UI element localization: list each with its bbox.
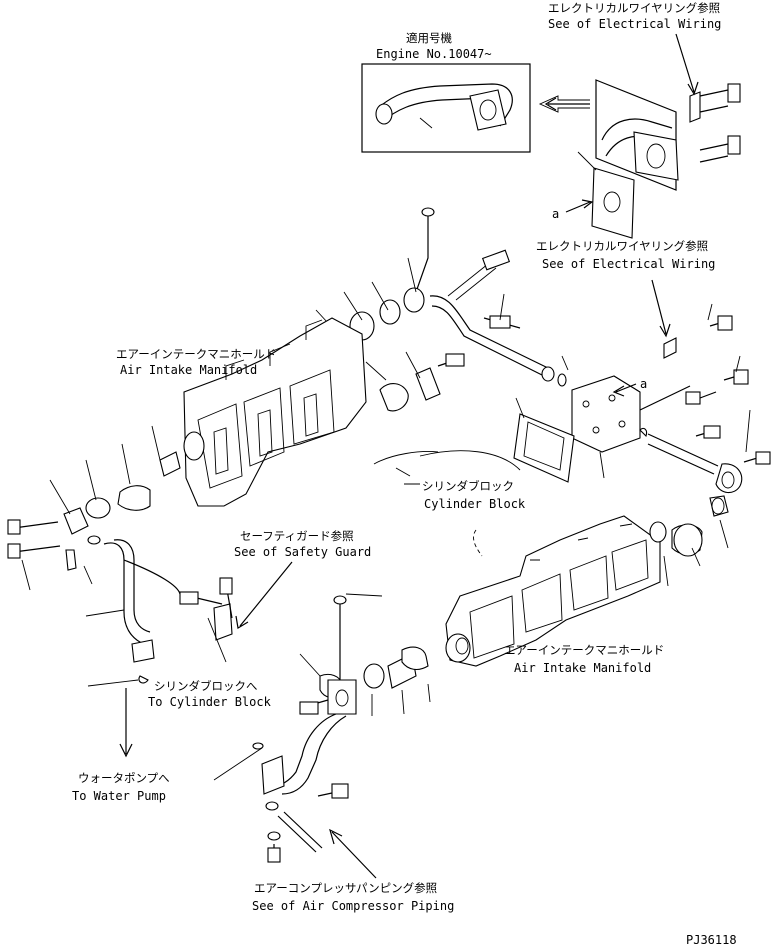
air-compressor-leader	[329, 828, 377, 879]
to-cylinder-block-label-jp: シリンダブロックへ	[154, 679, 258, 693]
manifold-left-label-jp: エアーインテークマニホールド	[116, 347, 276, 361]
safety-guard-leader	[235, 561, 293, 629]
electrical-wiring-mid-leader	[651, 279, 671, 338]
water-pipe-left	[85, 535, 233, 758]
left-air-intake-manifold	[7, 317, 367, 591]
to-cylinder-block-label: To Cylinder Block	[148, 695, 272, 709]
cylinder-block-label-jp: シリンダブロック	[422, 479, 514, 493]
engine-no-label: Engine No.10047~	[376, 47, 492, 61]
safety-guard-label: See of Safety Guard	[234, 545, 371, 559]
to-water-pump-label: To Water Pump	[72, 789, 166, 803]
safety-guard-label-jp: セーフティガード参照	[240, 529, 354, 543]
engine-variant-inset	[361, 63, 531, 153]
air-compressor-label: See of Air Compressor Piping	[252, 899, 454, 913]
electrical-wiring-top-label: See of Electrical Wiring	[548, 17, 721, 31]
cylinder-block-outline	[373, 450, 521, 557]
manifold-right-label: Air Intake Manifold	[514, 661, 651, 675]
lower-pipe-assembly	[213, 593, 431, 863]
manifold-right-label-jp: エアーインテークマニホールド	[504, 643, 664, 657]
electrical-wiring-mid-label: See of Electrical Wiring	[542, 257, 715, 271]
electrical-wiring-top-label-jp: エレクトリカルワイヤリング参照	[548, 1, 720, 15]
electrical-wiring-top-leader	[675, 33, 699, 96]
right-air-intake-manifold	[445, 495, 729, 667]
ref-a-top-arrow	[565, 199, 594, 213]
ref-a-mid-label: a	[640, 377, 647, 391]
drawing-number: PJ36118	[686, 933, 737, 947]
ref-a-mid-arrow	[612, 383, 637, 397]
manifold-left-label: Air Intake Manifold	[120, 363, 257, 377]
electrical-wiring-mid-label-jp: エレクトリカルワイヤリング参照	[536, 239, 708, 253]
air-compressor-label-jp: エアーコンプレッサパンピング参照	[254, 881, 437, 895]
cylinder-block-label: Cylinder Block	[424, 497, 526, 511]
right-flange-assembly	[513, 303, 771, 494]
variant-arrow	[538, 95, 590, 113]
applicable-model-label-jp: 適用号機	[406, 31, 452, 45]
to-water-pump-label-jp: ウォータポンプへ	[78, 771, 170, 785]
ref-a-top-label: a	[552, 207, 559, 221]
outlet-elbow-assembly	[577, 79, 741, 239]
